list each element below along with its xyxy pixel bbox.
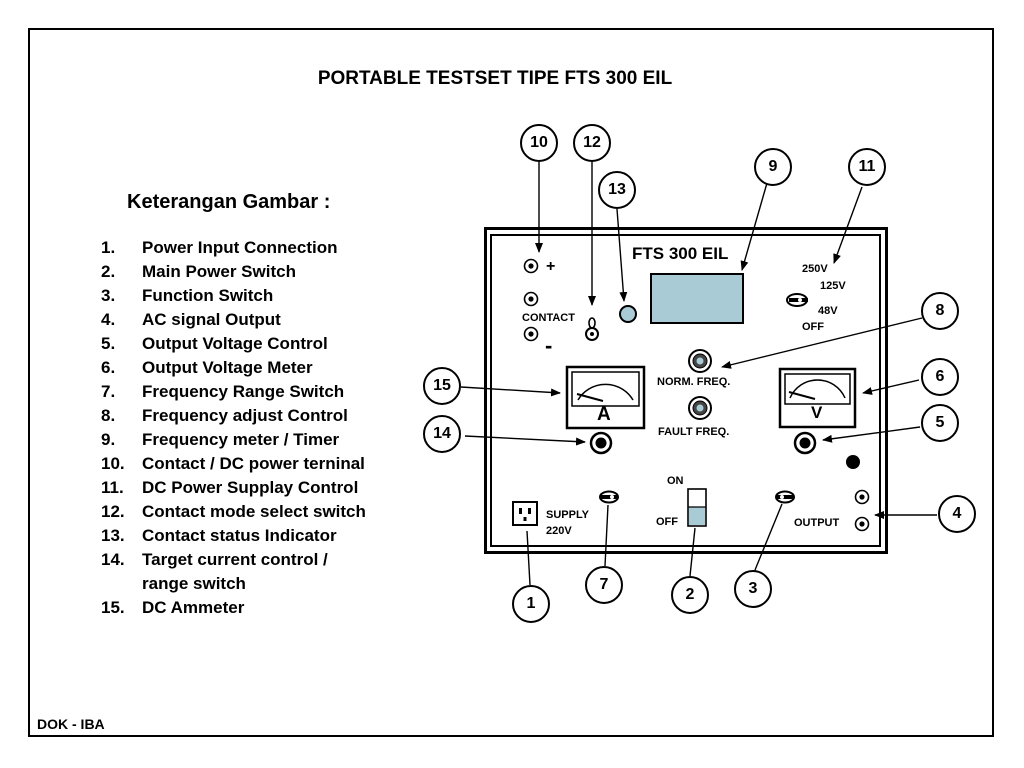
output-voltage-knob[interactable] [793, 431, 817, 455]
terminal-minus[interactable] [523, 326, 539, 342]
callout-14: 14 [423, 415, 461, 453]
page-frame [28, 28, 994, 737]
legend-item: 5.Output Voltage Control [101, 334, 328, 353]
norm-freq-label: NORM. FREQ. [657, 376, 731, 388]
terminal-contact[interactable] [523, 291, 539, 307]
legend-item: 4.AC signal Output [101, 310, 281, 329]
legend-item: 14.Target current control / range switch [101, 550, 328, 593]
leader-lines [460, 162, 937, 586]
dc-125v-label: 125V [820, 280, 846, 292]
switch-on-label: ON [667, 475, 684, 487]
callout-5: 5 [921, 404, 959, 442]
contact-mode-switch[interactable] [585, 317, 599, 341]
supply-label: SUPPLY [546, 509, 590, 521]
callout-10: 10 [520, 124, 558, 162]
callout-15: 15 [423, 367, 461, 405]
frequency-range-switch[interactable] [599, 490, 619, 504]
callout-13: 13 [598, 171, 636, 209]
minus-label: - [545, 333, 553, 358]
callout-3: 3 [734, 570, 772, 608]
legend-item: 1.Power Input Connection [101, 238, 338, 257]
switch-off-label: OFF [656, 516, 678, 528]
frequency-meter-display [650, 273, 744, 324]
panel-outer-border [484, 227, 888, 554]
ammeter-label: A [597, 404, 611, 425]
legend-item: 11.DC Power Supplay Control [101, 478, 359, 497]
pilot-lamp [846, 455, 860, 469]
callout-7: 7 [585, 566, 623, 604]
callout-8: 8 [921, 292, 959, 330]
legend-item: 12.Contact mode select switch [101, 502, 366, 521]
legend-item: 10.Contact / DC power terninal [101, 454, 365, 473]
legend-item: 3.Function Switch [101, 286, 274, 305]
main-power-switch[interactable] [687, 488, 707, 527]
legend-heading: Keterangan Gambar : [127, 191, 331, 213]
dc-off-label: OFF [802, 321, 824, 333]
supply-voltage-label: 220V [546, 525, 572, 537]
dc-power-supply-switch[interactable] [786, 293, 808, 307]
fault-freq-knob[interactable] [688, 396, 712, 420]
terminal-plus[interactable] [523, 258, 539, 274]
target-current-knob[interactable] [589, 431, 613, 455]
function-switch[interactable] [775, 490, 795, 504]
legend-item: 8.Frequency adjust Control [101, 406, 348, 425]
callout-2: 2 [671, 576, 709, 614]
voltmeter-label: V [811, 403, 823, 422]
diagram-title: PORTABLE TESTSET TIPE FTS 300 EIL [317, 68, 673, 89]
panel-model-label: FTS 300 EIL [632, 244, 729, 263]
power-input-socket [512, 501, 538, 526]
legend-item: 13.Contact status Indicator [101, 526, 337, 545]
dc-48v-label: 48V [818, 305, 838, 317]
output-label: OUTPUT [794, 517, 840, 529]
dc-ammeter [565, 365, 646, 430]
contact-status-indicator [619, 305, 637, 323]
ac-output-terminal-top[interactable] [854, 489, 870, 505]
legend-item: 15.DC Ammeter [101, 598, 245, 617]
plus-label: + [546, 258, 556, 275]
legend-item: 7.Frequency Range Switch [101, 382, 345, 401]
dc-250v-label: 250V [802, 263, 828, 275]
legend-item: 9.Frequency meter / Timer [101, 430, 340, 449]
panel-inner-border [490, 234, 881, 547]
callout-1: 1 [512, 585, 550, 623]
callout-4: 4 [938, 495, 976, 533]
callout-11: 11 [848, 148, 886, 186]
legend-item: 6.Output Voltage Meter [101, 358, 313, 377]
document-code: DOK - IBA [37, 716, 105, 732]
contact-label: CONTACT [522, 312, 575, 324]
callout-6: 6 [921, 358, 959, 396]
output-voltage-meter [778, 367, 857, 429]
legend-item: 2.Main Power Switch [101, 262, 296, 281]
fault-freq-label: FAULT FREQ. [658, 426, 730, 438]
callout-12: 12 [573, 124, 611, 162]
ac-output-terminal-bottom[interactable] [854, 516, 870, 532]
legend-list: 1.Power Input Connection 2.Main Power Sw… [101, 236, 366, 620]
norm-freq-knob[interactable] [688, 349, 712, 373]
callout-9: 9 [754, 148, 792, 186]
